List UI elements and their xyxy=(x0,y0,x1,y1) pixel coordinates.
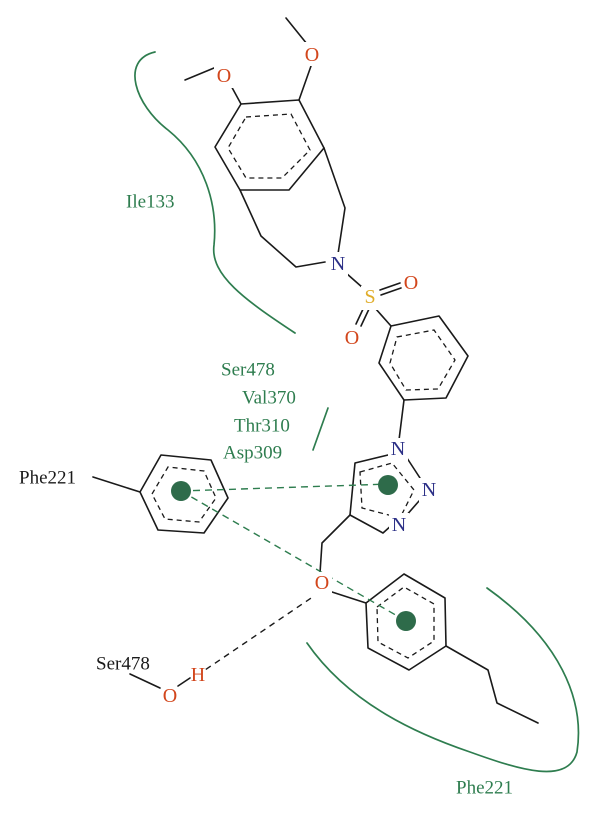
saturated-ring xyxy=(239,147,346,268)
bond xyxy=(298,65,312,101)
atom-o-sulfonyl-1: O xyxy=(404,272,418,294)
phenyl-ring-middle xyxy=(378,315,469,441)
atom-o-methoxy-left: O xyxy=(217,65,231,87)
bond xyxy=(319,514,351,574)
hydrogen-bond-line xyxy=(204,591,321,671)
bond xyxy=(374,307,392,327)
atom-n-ring: N xyxy=(331,253,345,275)
atom-o-ether: O xyxy=(315,572,329,594)
pocket-curve-ile133 xyxy=(134,51,296,334)
bond xyxy=(360,308,370,327)
phe221-side-ring xyxy=(92,454,229,534)
atom-o-hydroxyl: O xyxy=(163,685,177,707)
methoxy-groups xyxy=(184,17,312,105)
residue-label-ile133: Ile133 xyxy=(126,192,175,213)
bond xyxy=(92,476,141,493)
bond xyxy=(379,282,401,291)
residue-label-ser478-bottom: Ser478 xyxy=(96,654,150,675)
atom-s-sulfonyl: S xyxy=(364,286,375,308)
propyl-chain xyxy=(445,645,539,724)
dimethoxy-benzene-ring xyxy=(214,99,325,191)
pi-stack-line-triazole xyxy=(180,483,391,492)
bond xyxy=(184,67,215,81)
centroid-phenyl xyxy=(396,611,416,631)
residue-label-phe221-bottom: Phe221 xyxy=(456,778,513,799)
centroid-triazole xyxy=(378,475,398,495)
bond xyxy=(349,514,394,534)
residue-label-thr310: Thr310 xyxy=(234,416,290,437)
centroid-phe221 xyxy=(171,481,191,501)
atom-n-triazole-3: N xyxy=(392,514,406,536)
residue-label-ser478-top: Ser478 xyxy=(221,360,275,381)
pocket-curve-val370 xyxy=(312,407,329,451)
bond xyxy=(323,147,346,255)
bond xyxy=(239,189,326,268)
bond xyxy=(380,287,402,296)
atom-h-hydroxyl: H xyxy=(191,664,205,686)
ether-linker xyxy=(319,514,367,604)
pi-stack-line-phenyl xyxy=(180,490,407,622)
bond xyxy=(345,272,364,289)
residue-label-phe221-left: Phe221 xyxy=(19,468,76,489)
pocket-curve-phe221 xyxy=(306,587,580,773)
residue-label-val370: Val370 xyxy=(242,388,296,409)
bond xyxy=(331,591,367,604)
bond xyxy=(398,399,405,441)
bond xyxy=(285,17,308,45)
oh-bond xyxy=(177,677,191,687)
residue-label-asp309: Asp309 xyxy=(223,443,282,464)
bond xyxy=(349,454,389,516)
atom-o-methoxy-right: O xyxy=(305,44,319,66)
ser478-bond xyxy=(129,673,161,689)
atom-o-sulfonyl-2: O xyxy=(345,327,359,349)
atom-n-triazole-2: N xyxy=(422,479,436,501)
atom-n-triazole-1: N xyxy=(391,438,405,460)
